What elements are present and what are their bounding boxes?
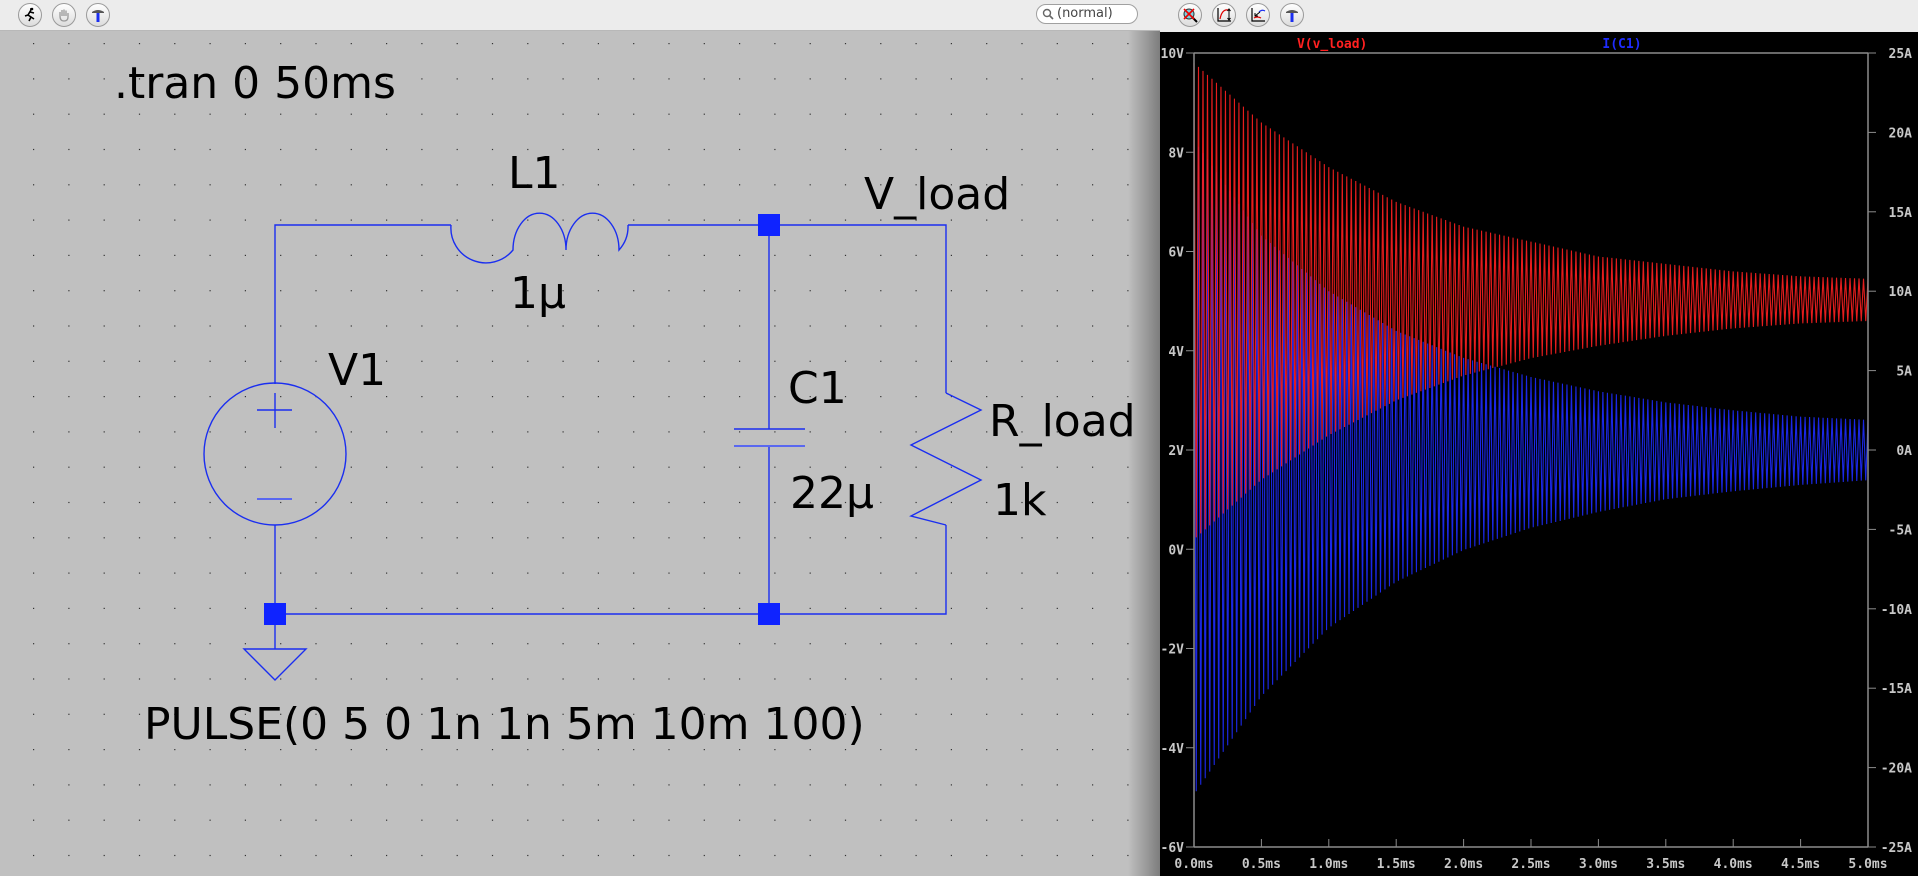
- x-tick-label: 0.0ms: [1174, 857, 1213, 872]
- hammer-icon: [92, 10, 104, 22]
- x-tick-label: 2.0ms: [1444, 857, 1483, 872]
- ground-symbol[interactable]: [242, 648, 308, 681]
- y-right-tick-label: 25A: [1889, 47, 1913, 62]
- resistor-value[interactable]: 1k: [993, 475, 1047, 526]
- x-tick-label: 3.0ms: [1579, 857, 1618, 872]
- x-tick-label: 1.0ms: [1309, 857, 1348, 872]
- schematic-window: (normal) .tran 0 50ms L1 1µ C1 22µ: [0, 0, 1160, 876]
- y-right-tick-label: -20A: [1881, 762, 1912, 777]
- settings-button[interactable]: [86, 3, 110, 27]
- search-value: (normal): [1057, 6, 1113, 21]
- x-tick-label: 4.5ms: [1781, 857, 1820, 872]
- autorange-icon: [1217, 8, 1231, 22]
- search-icon: [1042, 8, 1054, 20]
- y-right-tick-label: -25A: [1881, 841, 1912, 856]
- legend-i-c1[interactable]: I(C1): [1602, 37, 1641, 52]
- inductor-l1[interactable]: [450, 212, 629, 264]
- y-right-tick-label: 0A: [1896, 444, 1912, 459]
- x-tick-label: 4.0ms: [1714, 857, 1753, 872]
- wire-rload-to-ground[interactable]: [275, 525, 947, 615]
- zoom-cancel-icon: [1183, 8, 1198, 23]
- x-tick-label: 2.5ms: [1511, 857, 1550, 872]
- zoom-back-button[interactable]: [1246, 3, 1270, 27]
- wire-l1-to-rload[interactable]: [628, 224, 947, 393]
- junction-ground-c1: [758, 603, 780, 625]
- net-label-v-load[interactable]: V_load: [864, 169, 1010, 220]
- axes: 0.0ms 0.5ms 1.0ms 1.5ms 2.0ms 2.5ms 3.0ms 3.5ms…: [1161, 47, 1913, 872]
- y-right-tick-label: 10A: [1889, 285, 1913, 300]
- settings-button[interactable]: [1280, 3, 1304, 27]
- x-tick-label: 1.5ms: [1377, 857, 1416, 872]
- hand-icon: [59, 9, 69, 22]
- y-right-tick-label: -10A: [1881, 603, 1912, 618]
- y-right-tick-label: 15A: [1889, 206, 1913, 221]
- resistor-r-load[interactable]: [909, 392, 983, 526]
- waveform-window: 0.0ms 0.5ms 1.0ms 1.5ms 2.0ms 2.5ms 3.0ms 3.5ms…: [1160, 0, 1918, 876]
- zoom-back-icon: [1251, 8, 1266, 22]
- running-man-icon: [24, 7, 35, 22]
- legend-v-load[interactable]: V(v_load): [1297, 37, 1367, 52]
- junction-v-load: [758, 214, 780, 236]
- inductor-value[interactable]: 1µ: [510, 268, 566, 319]
- y-left-tick-label: 10V: [1161, 47, 1185, 62]
- wire-v1-to-l1[interactable]: [274, 224, 451, 384]
- y-right-tick-label: -15A: [1881, 682, 1912, 697]
- y-left-tick-label: 0V: [1168, 543, 1184, 558]
- wires: [274, 224, 947, 649]
- inductor-ref[interactable]: L1: [508, 148, 561, 199]
- autorange-button[interactable]: [1212, 3, 1236, 27]
- halt-button[interactable]: [52, 3, 76, 27]
- trace-path: [1193, 62, 1869, 538]
- hammer-icon: [1286, 10, 1298, 22]
- search-input[interactable]: (normal): [1036, 4, 1138, 24]
- waveform-plot[interactable]: 0.0ms 0.5ms 1.0ms 1.5ms 2.0ms 2.5ms 3.0ms 3.5ms…: [1160, 32, 1918, 876]
- schematic-toolbar: (normal): [0, 0, 1160, 31]
- y-left-tick-label: -6V: [1161, 841, 1185, 856]
- source-ref[interactable]: V1: [328, 345, 386, 396]
- y-left-tick-label: -2V: [1161, 643, 1185, 658]
- source-value[interactable]: PULSE(0 5 0 1n 1n 5m 10m 100): [144, 699, 865, 750]
- capacitor-ref[interactable]: C1: [788, 363, 847, 414]
- y-left-tick-label: 8V: [1168, 146, 1184, 161]
- window-shadow: [1128, 31, 1160, 876]
- voltage-source-v1[interactable]: [203, 382, 347, 526]
- run-simulation-button[interactable]: [18, 3, 42, 27]
- trace-i-c1-[interactable]: [1193, 140, 1869, 792]
- waveform-toolbar: [1160, 0, 1918, 32]
- junction-ground-v1: [264, 603, 286, 625]
- x-tick-label: 3.5ms: [1646, 857, 1685, 872]
- junctions: [264, 214, 780, 625]
- x-tick-label: 0.5ms: [1242, 857, 1281, 872]
- y-right-tick-label: -5A: [1889, 523, 1913, 538]
- schematic-canvas[interactable]: .tran 0 50ms L1 1µ C1 22µ R_load 1k V_lo…: [0, 31, 1160, 876]
- trace-v-v-load-[interactable]: [1193, 62, 1869, 538]
- y-right-tick-label: 20A: [1889, 126, 1913, 141]
- x-tick-label: 5.0ms: [1848, 857, 1887, 872]
- tran-directive[interactable]: .tran 0 50ms: [114, 58, 396, 109]
- capacitor-value[interactable]: 22µ: [790, 468, 874, 519]
- y-left-tick-label: 6V: [1168, 246, 1184, 261]
- y-left-tick-label: -4V: [1161, 742, 1185, 757]
- y-left-tick-label: 2V: [1168, 444, 1184, 459]
- traces: [1193, 62, 1869, 792]
- capacitor-c1[interactable]: [734, 428, 805, 447]
- trace-path: [1193, 140, 1869, 792]
- y-right-tick-label: 5A: [1896, 365, 1912, 380]
- resistor-ref[interactable]: R_load: [989, 396, 1136, 447]
- y-left-tick-label: 4V: [1168, 345, 1184, 360]
- zoom-cancel-button[interactable]: [1178, 3, 1202, 27]
